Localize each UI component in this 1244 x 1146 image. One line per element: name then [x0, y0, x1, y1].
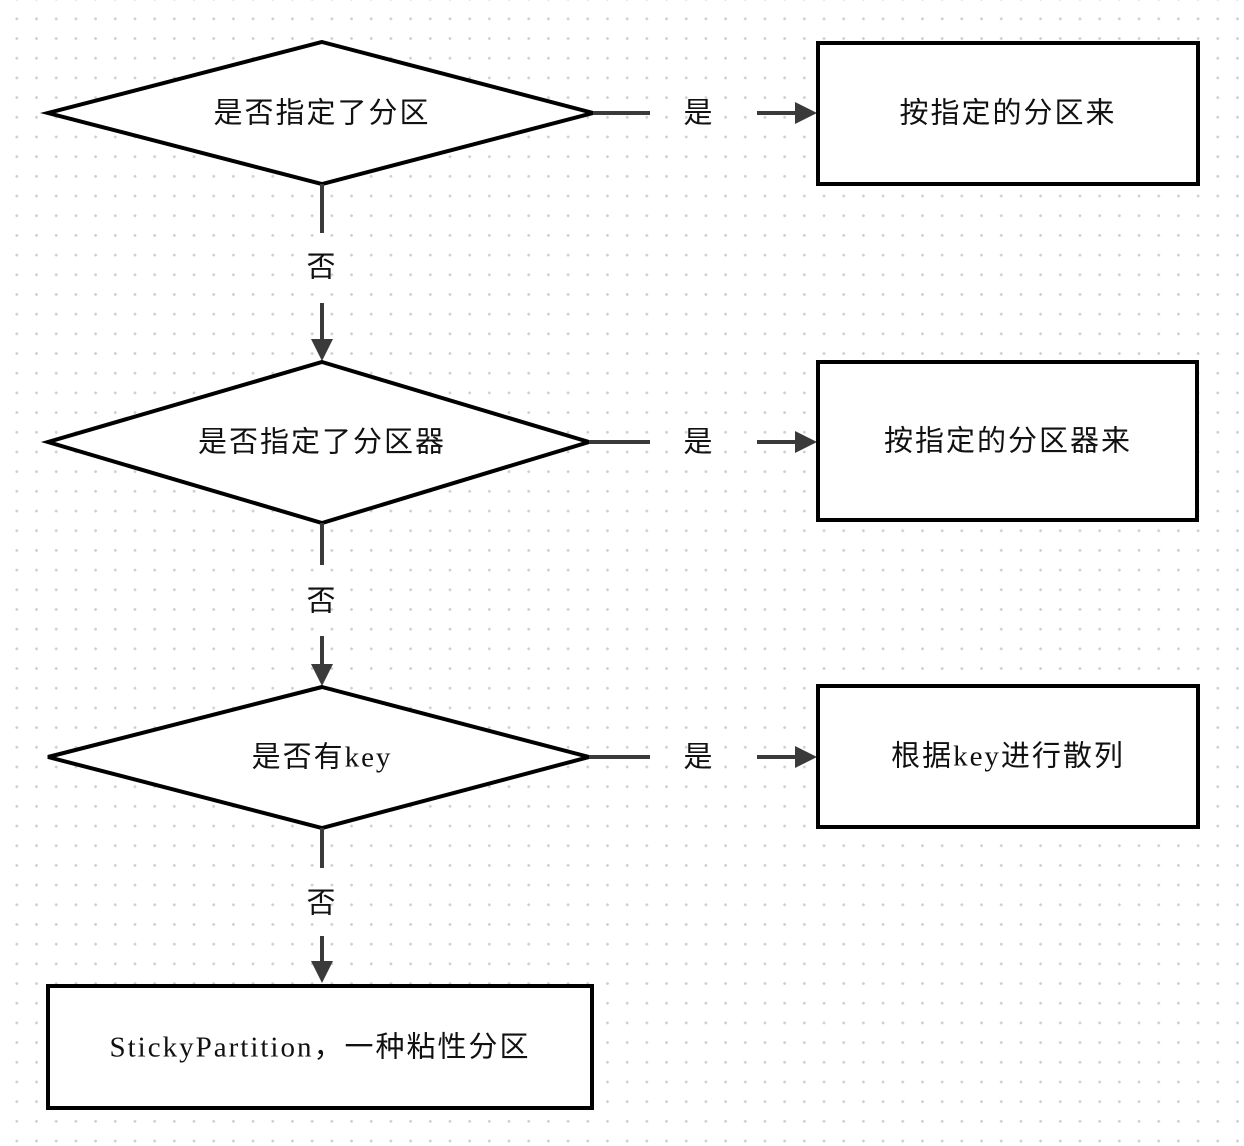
result-2-label: 按指定的分区器来 — [883, 425, 1133, 458]
result-3-label: 根据key进行散列 — [891, 740, 1125, 773]
no-1-label: 否 — [306, 251, 338, 284]
yes-1-arrowhead — [795, 102, 817, 124]
result-1-label: 按指定的分区来 — [899, 97, 1117, 130]
result-1-box — [816, 41, 1200, 186]
yes-2-arrowhead — [795, 431, 817, 453]
no-1-arrowhead — [311, 339, 333, 361]
result-2-box — [816, 360, 1199, 522]
terminal-box — [46, 984, 594, 1110]
result-3-box — [816, 684, 1200, 829]
no-2-arrowhead — [311, 664, 333, 686]
decision-1-label: 是否指定了分区 — [213, 97, 431, 130]
no-3-label: 否 — [306, 887, 338, 920]
no-2-label: 否 — [306, 585, 338, 618]
decision-3-label: 是否有key — [251, 741, 393, 774]
yes-3-arrowhead — [795, 746, 817, 768]
yes-2-label: 是 — [683, 426, 715, 459]
yes-3-label: 是 — [683, 741, 715, 774]
decision-2-label: 是否指定了分区器 — [197, 426, 447, 459]
terminal-label: StickyPartition，一种粘性分区 — [109, 1031, 531, 1064]
no-3-arrowhead — [311, 961, 333, 983]
yes-1-label: 是 — [683, 97, 715, 130]
